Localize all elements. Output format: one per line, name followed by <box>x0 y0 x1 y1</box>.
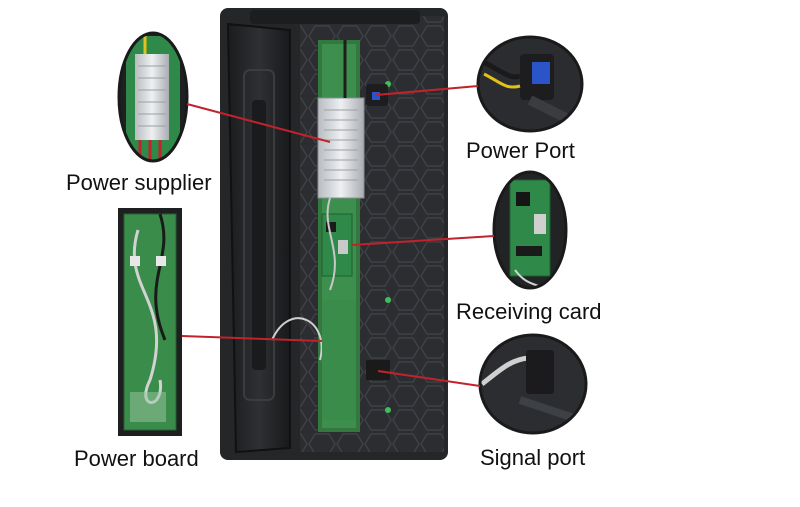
label-power-port: Power Port <box>466 138 575 163</box>
leader-line-power-port <box>375 85 479 96</box>
internal-board-column <box>271 40 390 432</box>
callout-power-board <box>118 208 182 436</box>
callout-power-port <box>476 35 584 133</box>
label-power-supplier: Power supplier <box>66 170 212 195</box>
leader-line-power-supplier <box>186 103 331 143</box>
label-power-board: Power board <box>74 446 199 471</box>
callout-signal-port <box>478 333 588 435</box>
leader-line-power-board <box>181 335 323 342</box>
leader-lines <box>181 85 495 387</box>
label-signal-port: Signal port <box>480 445 586 470</box>
cabinet-door <box>226 22 291 454</box>
callout-power-supplier <box>117 31 189 163</box>
label-receiving-card: Receiving card <box>456 299 602 324</box>
leader-line-receiving-card <box>351 235 495 246</box>
leader-line-signal-port <box>377 370 481 387</box>
callout-receiving-card <box>492 170 568 290</box>
